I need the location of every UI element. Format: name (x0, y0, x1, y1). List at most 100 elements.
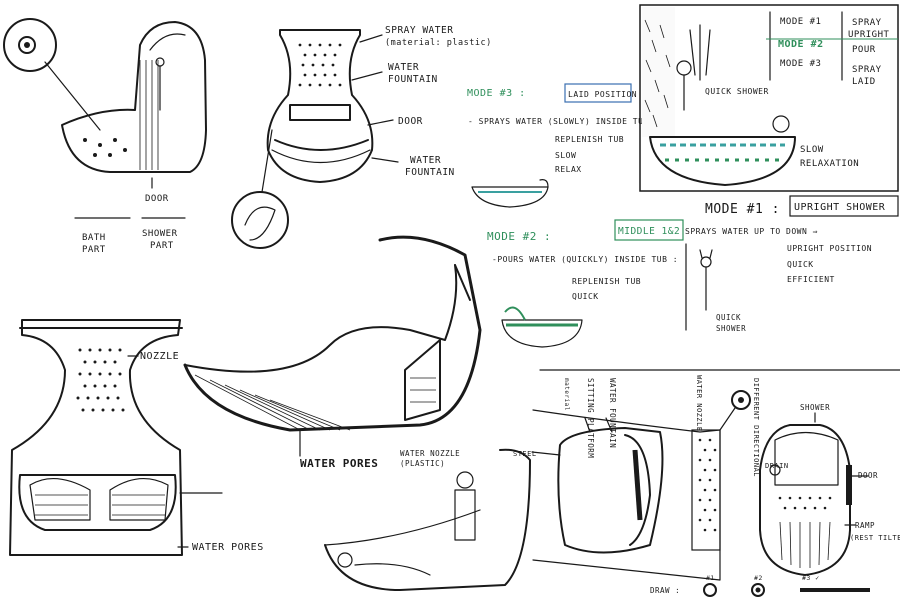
sketch-vase-fountain: SPRAY WATER (material: plastic) WATER FO… (231, 25, 492, 249)
mode-2-notes: MODE #2 : MIDDLE 1&2 -POURS WATER (QUICK… (487, 219, 684, 348)
door-label: DOOR (145, 194, 169, 204)
mode-3-box (564, 83, 632, 103)
sketch-bath-shower-combo: DOOR BATH PART SHOWER PART (3, 18, 207, 255)
sketch-canopy-tub: WATER PORES (183, 235, 482, 470)
water-fountain-label-2a: WATER (410, 155, 441, 166)
draw-option-2-label: #2 (754, 574, 763, 582)
directional-nozzle-icon (731, 390, 751, 410)
person-tub-outline (324, 448, 531, 591)
mode-2-tub (501, 319, 583, 348)
water-fountain-label-1b: FOUNTAIN (388, 74, 438, 85)
mode-2-item-2: QUICK (572, 292, 599, 301)
detail-circle (3, 18, 57, 72)
mode-3-notes: MODE #3 : LAID POSITION - SPRAYS WATER (… (467, 83, 649, 208)
mode-1-box-label: UPRIGHT SHOWER (794, 202, 886, 213)
mode-2-box (614, 219, 684, 241)
mode-panel: QUICK SHOWER SLOW RELAXATION MODE #1 MOD… (639, 4, 899, 192)
mode-1-person-head (700, 256, 712, 268)
mode-1-quick-shower-1: QUICK (716, 313, 741, 322)
draw-option-1 (703, 583, 717, 597)
mode-2-item-1: REPLENISH TUB (572, 277, 641, 286)
mode-1-quick-shower-2: SHOWER (716, 324, 746, 333)
detail-dot (24, 42, 30, 48)
canopy-tub-outline (183, 235, 482, 432)
slow-relax-label-2: RELAXATION (800, 159, 859, 169)
mode-1-item-1: UPRIGHT POSITION (787, 244, 872, 253)
ramp-label: RAMP (855, 521, 875, 530)
water-fountain-label-1a: WATER (388, 62, 419, 73)
action-spray: SPRAY (852, 18, 882, 28)
material-label: (material: plastic) (385, 38, 492, 48)
standing-person-head (456, 471, 474, 489)
vase-outline (266, 29, 374, 183)
sketch-right-perspective: STEEL material SITTING PLATFORM WATER FO… (513, 369, 900, 597)
material-vertical-label: material (563, 378, 570, 411)
mode-3-short: MODE #3 (780, 59, 821, 69)
sitting-platform-label: SITTING PLATFORM (586, 378, 595, 458)
spray-water-label: SPRAY WATER (385, 25, 453, 36)
mode-1-title: MODE #1 : (705, 202, 780, 217)
right-door-label: DOOR (858, 471, 878, 480)
mode-1-short: MODE #1 (780, 17, 821, 27)
laid-person-head (772, 115, 790, 133)
draw-label: DRAW : (650, 586, 680, 595)
lying-person-head (337, 552, 353, 568)
action-pour: POUR (852, 45, 876, 55)
mode-1-box (789, 195, 899, 217)
mode-2-box-label: MIDDLE 1&2 (618, 226, 680, 237)
draw-option-3-label: #3 ✓ (802, 574, 820, 582)
shower-part-label-1: SHOWER (142, 229, 178, 239)
mode-panel-frame (639, 4, 899, 192)
water-nozzle-material: (PLASTIC) (400, 459, 445, 468)
draw-option-2 (751, 583, 765, 597)
mode-3-item-2: SLOW (555, 151, 576, 160)
quick-shower-label: QUICK SHOWER (705, 87, 769, 96)
mode-2-title: MODE #2 : (487, 230, 551, 243)
water-fountain-vertical-label: WATER FOUNTAIN (608, 378, 617, 448)
mode-3-item-3: RELAX (555, 165, 582, 174)
mode-3-item-1: REPLENISH TUB (555, 135, 624, 144)
detail-nozzle-icon (18, 36, 36, 54)
mode-3-tub (471, 186, 549, 208)
inner-cylinder (557, 427, 664, 554)
directional-vertical-label: DIFFERENT DIRECTIONAL (752, 378, 760, 477)
nozzle-label: NOZZLE (140, 351, 179, 362)
tub-outline (61, 21, 207, 173)
mode-3-box-label: LAID POSITION (568, 90, 637, 99)
canopy-water-pores-label: WATER PORES (300, 457, 378, 470)
shower-label: SHOWER (800, 403, 830, 412)
mode-1-item-2: QUICK (787, 260, 814, 269)
slow-relax-tub (649, 136, 796, 186)
drain-icon (769, 464, 781, 476)
action-spray-2: SPRAY (852, 65, 882, 75)
draw-option-1-label: #1 (706, 574, 715, 582)
action-upright: UPRIGHT (848, 30, 890, 40)
mode-3-title: MODE #3 : (467, 88, 526, 99)
person-head (155, 57, 165, 67)
door-handle (846, 465, 852, 505)
mode-3-desc: - SPRAYS WATER (SLOWLY) INSIDE TUB (468, 117, 649, 126)
mode-2-short: MODE #2 (778, 39, 824, 50)
sketch-nozzle-vase: NOZZLE WATER PORES (9, 319, 264, 556)
mode-1-desc: SPRAYS WATER UP TO DOWN ⇒ (685, 227, 818, 236)
nozzle-vase-outline (9, 319, 183, 556)
door-label-2: DOOR (398, 116, 423, 127)
bath-part-label-1: BATH (82, 233, 106, 243)
water-nozzle-label: WATER NOZZLE (400, 449, 460, 458)
drain-label: DRAIN (765, 462, 789, 470)
mode-1-item-3: EFFICIENT (787, 275, 835, 284)
detail-leader (44, 61, 101, 131)
detail-circle-2 (231, 191, 289, 249)
water-nozzle-panel (691, 429, 721, 551)
water-nozzle-vertical-label: WATER NOZZLE (695, 375, 703, 432)
action-laid: LAID (852, 77, 876, 87)
mode-2-desc: -POURS WATER (QUICKLY) INSIDE TUB : (492, 255, 678, 264)
steel-label: STEEL (513, 450, 537, 458)
water-fountain-label-2b: FOUNTAIN (405, 167, 455, 178)
top-view-tub (759, 424, 851, 576)
mode-1-notes: MODE #1 : UPRIGHT SHOWER SPRAYS WATER UP… (685, 195, 899, 333)
shower-part-label-2: PART (150, 241, 174, 251)
nozzle-water-pores-label: WATER PORES (192, 542, 264, 553)
